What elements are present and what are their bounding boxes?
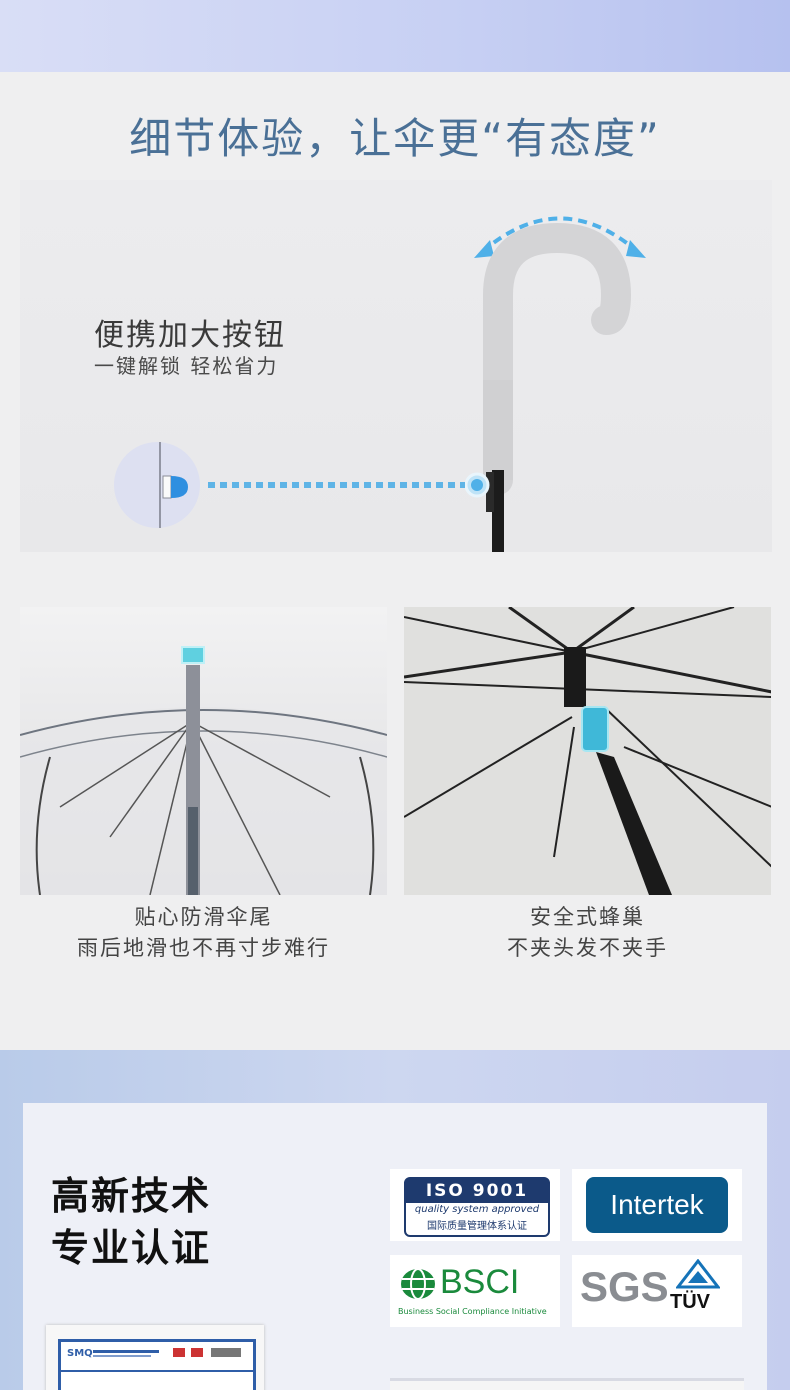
certification-panel: 高新技术 专业认证 ISO 9001 quality system approv… [23, 1103, 767, 1390]
intertek-text: Intertek [586, 1177, 728, 1233]
iso-subtitle: 国际质量管理体系认证 [427, 1221, 527, 1232]
umbrella-handle-illustration [114, 216, 646, 552]
hero-title: 便携加大按钮 [94, 318, 286, 353]
umbrella-tip-illustration [20, 607, 387, 895]
cert-title-line1: 高新技术 [51, 1174, 212, 1218]
feature-subtitle: 雨后地滑也不再寸步难行 [77, 936, 330, 960]
feature-title: 贴心防滑伞尾 [134, 905, 273, 929]
rotate-arrow-icon [480, 216, 640, 254]
umbrella-tip-photo [20, 607, 387, 895]
anti-slip-tip-highlight [181, 646, 205, 664]
intertek-logo: Intertek [572, 1169, 742, 1241]
iso-tagline: quality system approved [414, 1204, 540, 1215]
honeycomb-runner-photo [404, 607, 771, 895]
feature-caption-left: 贴心防滑伞尾 雨后地滑也不再寸步难行 [20, 902, 387, 964]
certificate-document: SMQ [46, 1325, 264, 1390]
tuv-triangle-icon [676, 1259, 720, 1289]
feature-caption-right: 安全式蜂巢 不夹头发不夹手 [404, 902, 771, 964]
tuv-text: TÜV [670, 1291, 710, 1313]
iso-9001-logo: ISO 9001 quality system approved 国际质量管理体… [390, 1169, 560, 1241]
bsci-subtitle: Business Social Compliance Initiative [398, 1307, 547, 1316]
bsci-logo: BSCI Business Social Compliance Initiati… [390, 1255, 560, 1327]
feature-subtitle: 不夹头发不夹手 [507, 936, 668, 960]
page-headline: 细节体验，让伞更“有态度” [129, 114, 661, 163]
hero-subtitle: 一键解锁 轻松省力 [94, 354, 279, 378]
honeycomb-runner-highlight [581, 706, 609, 752]
sgs-tuv-logo: SGS TÜV [572, 1255, 742, 1327]
top-banner [0, 0, 790, 72]
bsci-text: BSCI [440, 1263, 520, 1301]
honeycomb-runner-illustration [404, 607, 771, 895]
hero-button-detail: 便携加大按钮 一键解锁 轻松省力 [20, 180, 772, 552]
cert-title-line2: 专业认证 [51, 1226, 212, 1270]
certificate-document-2 [390, 1378, 744, 1390]
magnified-button-icon [114, 442, 200, 528]
globe-icon [401, 1268, 435, 1300]
sgs-text: SGS [580, 1263, 669, 1310]
iso-title: ISO 9001 [406, 1179, 548, 1203]
doc-header: SMQ [67, 1348, 93, 1359]
feature-title: 安全式蜂巢 [530, 905, 645, 929]
